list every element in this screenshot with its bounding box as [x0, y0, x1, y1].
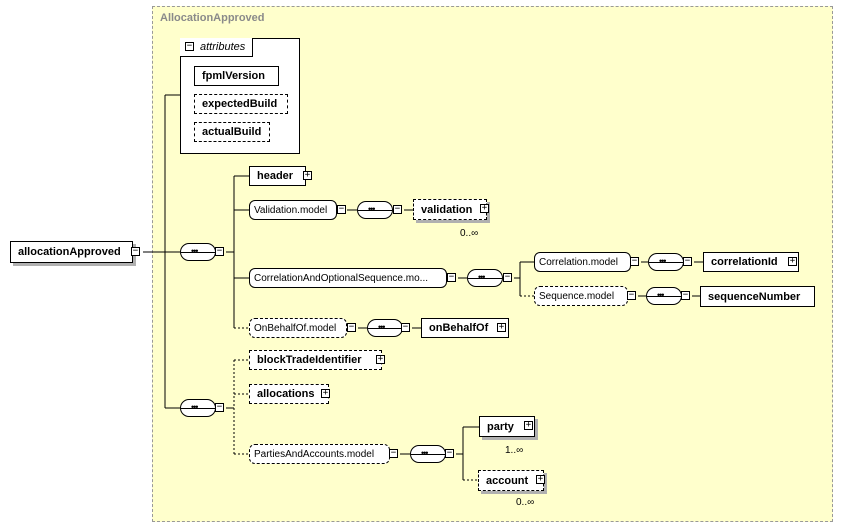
sequence-model-collapse-toggle[interactable]: −	[627, 290, 636, 300]
on-behalf-of-model-collapse-toggle[interactable]: −	[347, 322, 356, 332]
attribute-expected-build[interactable]: expectedBuild	[194, 94, 288, 114]
root-element[interactable]: allocationApproved	[10, 241, 133, 263]
on-behalf-of-sequence-icon[interactable]: •••	[367, 319, 403, 337]
account-expand-toggle[interactable]: +	[536, 474, 545, 484]
allocations-expand-toggle[interactable]: +	[321, 388, 330, 398]
correlation-model-sequence-collapse-toggle[interactable]: −	[683, 256, 692, 266]
correlation-model-sequence-icon[interactable]: •••	[648, 253, 684, 271]
validation-model-collapse-toggle[interactable]: −	[337, 204, 346, 214]
sequence-compositor-icon[interactable]: •••	[180, 243, 216, 261]
sequence-collapse-toggle[interactable]: −	[215, 246, 224, 256]
validation-model-group[interactable]: Validation.model	[249, 200, 337, 220]
on-behalf-of-expand-toggle[interactable]: +	[497, 322, 506, 332]
on-behalf-of-element[interactable]: onBehalfOf	[421, 318, 509, 338]
sequence-model-sequence-icon[interactable]: •••	[646, 287, 682, 305]
block-trade-identifier-element[interactable]: blockTradeIdentifier	[249, 350, 382, 370]
sequence-line	[358, 210, 392, 211]
sequence-dots-icon: •••	[378, 322, 386, 332]
sequence-line	[181, 408, 215, 409]
attribute-actual-build[interactable]: actualBuild	[194, 122, 270, 142]
party-cardinality: 1..∞	[505, 445, 524, 456]
sequence-compositor-2-icon[interactable]: •••	[180, 399, 216, 417]
sequence-line	[368, 328, 402, 329]
correlation-sequence-icon[interactable]: •••	[467, 269, 503, 287]
attributes-title: attributes	[200, 41, 246, 53]
attribute-fpml-version[interactable]: fpmlVersion	[194, 66, 279, 86]
validation-cardinality: 0..∞	[460, 228, 479, 239]
parties-accounts-model-collapse-toggle[interactable]: −	[389, 448, 398, 458]
correlation-id-expand-toggle[interactable]: +	[788, 256, 797, 266]
sequence-dots-icon: •••	[478, 272, 486, 282]
parties-accounts-sequence-collapse-toggle[interactable]: −	[445, 448, 454, 458]
parties-accounts-model-group[interactable]: PartiesAndAccounts.model	[249, 444, 390, 464]
sequence-line	[181, 252, 215, 253]
frame-title: AllocationApproved	[160, 12, 265, 24]
validation-sequence-collapse-toggle[interactable]: −	[393, 204, 402, 214]
on-behalf-of-model-group[interactable]: OnBehalfOf.model	[249, 318, 347, 338]
validation-expand-toggle[interactable]: +	[480, 203, 489, 213]
sequence-dots-icon: •••	[368, 204, 376, 214]
correlation-model-collapse-toggle[interactable]: −	[630, 256, 639, 266]
sequence-line	[468, 278, 502, 279]
sequence-number-element[interactable]: sequenceNumber	[700, 286, 815, 307]
party-expand-toggle[interactable]: +	[524, 420, 533, 430]
sequence-dots-icon: •••	[191, 402, 199, 412]
correlation-model-group[interactable]: Correlation.model	[534, 252, 631, 272]
root-collapse-toggle[interactable]: −	[131, 246, 140, 256]
party-element[interactable]: party	[479, 416, 535, 437]
block-trade-identifier-expand-toggle[interactable]: +	[376, 354, 385, 364]
sequence-line	[649, 262, 683, 263]
header-expand-toggle[interactable]: +	[303, 170, 312, 180]
sequence-line	[411, 454, 445, 455]
sequence-dots-icon: •••	[421, 448, 429, 458]
correlation-sequence-model-collapse-toggle[interactable]: −	[447, 272, 456, 282]
correlation-sequence-model-group[interactable]: CorrelationAndOptionalSequence.mo...	[249, 268, 447, 288]
sequence-dots-icon: •••	[657, 290, 665, 300]
account-element[interactable]: account	[478, 470, 544, 491]
correlation-sequence-collapse-toggle[interactable]: −	[503, 272, 512, 282]
sequence-dots-icon: •••	[659, 256, 667, 266]
collapse-toggle[interactable]: −	[185, 41, 194, 51]
sequence-model-group[interactable]: Sequence.model	[534, 286, 628, 306]
sequence-dots-icon: •••	[191, 246, 199, 256]
validation-sequence-icon[interactable]: •••	[357, 201, 393, 219]
validation-element[interactable]: validation	[413, 199, 487, 220]
on-behalf-of-sequence-collapse-toggle[interactable]: −	[401, 322, 410, 332]
header-element[interactable]: header	[249, 166, 306, 186]
account-cardinality: 0..∞	[516, 497, 535, 508]
correlation-id-element[interactable]: correlationId	[703, 252, 799, 272]
parties-accounts-sequence-icon[interactable]: •••	[410, 445, 446, 463]
sequence-2-collapse-toggle[interactable]: −	[215, 402, 224, 412]
sequence-model-sequence-collapse-toggle[interactable]: −	[681, 290, 690, 300]
attributes-header: − attributes	[180, 38, 253, 57]
allocations-element[interactable]: allocations	[249, 384, 329, 404]
sequence-line	[647, 296, 681, 297]
